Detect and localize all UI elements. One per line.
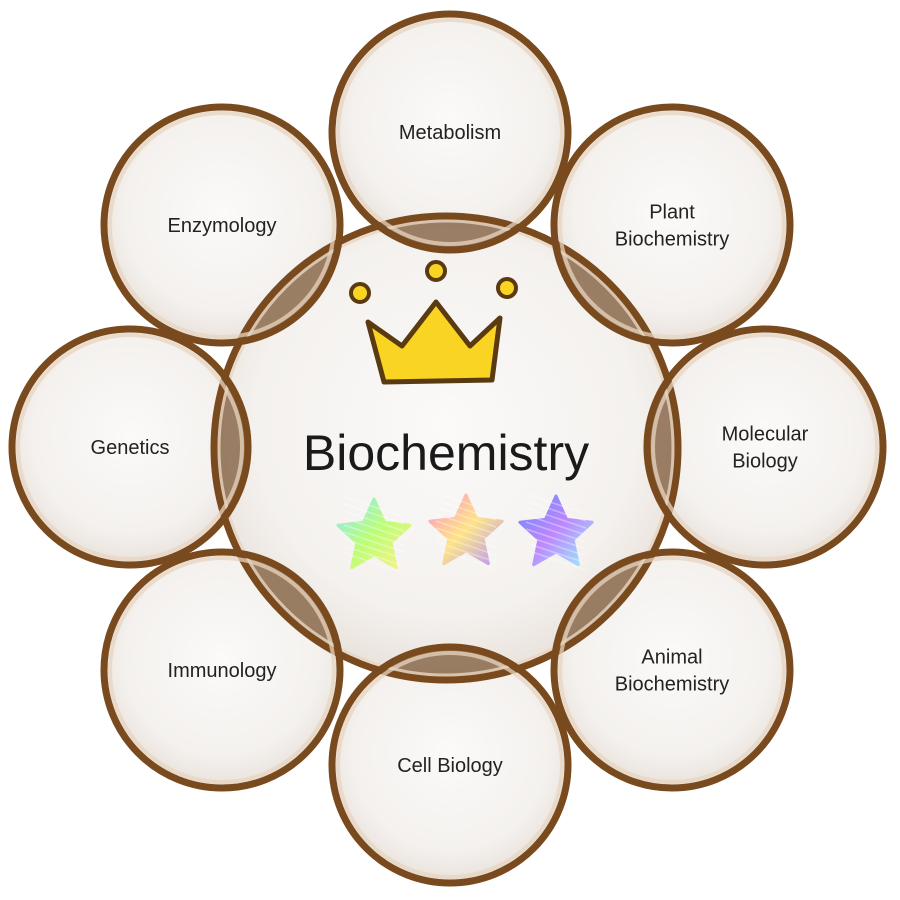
center-ring xyxy=(210,212,682,684)
star-icon xyxy=(518,493,594,571)
topic-ring-inner-4 xyxy=(336,651,564,879)
topic-ring-inner-7 xyxy=(108,111,336,339)
topic-label-line: Cell Biology xyxy=(397,755,503,777)
topic-ring-7 xyxy=(100,103,344,347)
topic-ring-inner-2 xyxy=(651,333,879,561)
topic-ring-inner-0 xyxy=(336,18,564,246)
topic-ring-4 xyxy=(328,643,572,887)
topic-ring-2 xyxy=(643,325,887,569)
topic-label-line: Metabolism xyxy=(399,122,501,144)
topic-ring-3 xyxy=(550,548,794,792)
outer-ring-borders xyxy=(8,10,887,887)
topic-label-line: Molecular xyxy=(722,424,809,446)
topic-circle-2 xyxy=(647,329,883,565)
topic-label-6: Genetics xyxy=(91,437,170,459)
topic-label-0: Metabolism xyxy=(399,122,501,144)
star-icon xyxy=(336,496,412,574)
topic-circle-0 xyxy=(332,14,568,250)
topic-label-line: Genetics xyxy=(91,437,170,459)
topic-ring-6 xyxy=(8,325,252,569)
topic-label-line: Enzymology xyxy=(168,215,277,237)
crown-icon xyxy=(349,260,518,385)
topic-ring-5 xyxy=(100,548,344,792)
topic-label-5: Immunology xyxy=(168,660,277,682)
topic-label-line: Biochemistry xyxy=(615,674,729,696)
topic-ring-inner-1 xyxy=(558,111,786,339)
topic-label-line: Animal xyxy=(641,647,702,669)
center-disc xyxy=(214,216,678,680)
topic-label-line: Biochemistry xyxy=(615,229,729,251)
topic-ring-inner-5 xyxy=(108,556,336,784)
topic-label-line: Immunology xyxy=(168,660,277,682)
topic-circle-6 xyxy=(12,329,248,565)
decorations: Biochemistry xyxy=(303,260,594,574)
topic-ring-inner-3 xyxy=(558,556,786,784)
topic-circle-4 xyxy=(332,647,568,883)
topic-label-line: Biology xyxy=(732,451,798,473)
center-ring-inner xyxy=(217,219,675,677)
topic-label-7: Enzymology xyxy=(168,215,277,237)
topic-ring-1 xyxy=(550,103,794,347)
topic-ring-inner-6 xyxy=(16,333,244,561)
topic-label-4: Cell Biology xyxy=(397,755,503,777)
center-title: Biochemistry xyxy=(303,425,589,481)
topic-label-line: Plant xyxy=(649,202,695,224)
topic-ring-0 xyxy=(328,10,572,254)
star-icon xyxy=(428,492,504,570)
center-circle xyxy=(214,216,678,680)
